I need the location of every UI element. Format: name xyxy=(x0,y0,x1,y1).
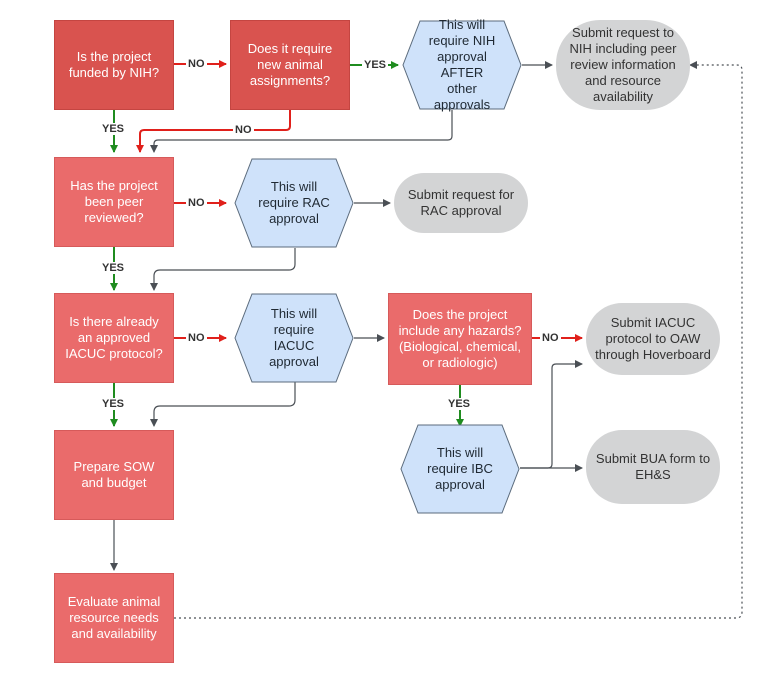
label-yes: YES xyxy=(362,59,389,71)
node-text: This will require NIH approval AFTER oth… xyxy=(428,17,496,112)
node-evaluate: Evaluate animal resource needs and avail… xyxy=(54,573,174,663)
label-no: NO xyxy=(186,197,207,209)
edge-new-animal-no xyxy=(136,110,291,153)
node-iacuc-exists: Is there already an approved IACUC proto… xyxy=(54,293,174,383)
node-submit-bua: Submit BUA form to EH&S xyxy=(586,430,720,504)
node-new-animal: Does it require new animal assignments? xyxy=(230,20,350,110)
node-text: Prepare SOW and budget xyxy=(73,459,155,490)
label-yes: YES xyxy=(100,123,127,135)
node-text: Is there already an approved IACUC proto… xyxy=(65,314,163,361)
node-text: Does it require new animal assignments? xyxy=(247,41,333,88)
node-ibc-approval: This will require IBC approval xyxy=(400,424,520,514)
edge-nih-after-return xyxy=(150,110,453,153)
node-text: Has the project been peer reviewed? xyxy=(70,178,158,225)
label-no: NO xyxy=(540,332,561,344)
node-text: Submit IACUC protocol to OAW through Hov… xyxy=(595,315,711,362)
label-no: NO xyxy=(186,58,207,70)
node-submit-nih: Submit request to NIH including peer rev… xyxy=(556,20,690,110)
node-text: Does the project include any hazards? (B… xyxy=(398,307,522,370)
node-peer-reviewed: Has the project been peer reviewed? xyxy=(54,157,174,247)
node-prepare-sow: Prepare SOW and budget xyxy=(54,430,174,520)
node-nih-after: This will require NIH approval AFTER oth… xyxy=(402,17,522,112)
edge-iacuc-return xyxy=(150,382,296,427)
label-no: NO xyxy=(233,124,254,136)
label-yes: YES xyxy=(446,398,473,410)
node-text: Submit request for RAC approval xyxy=(407,187,515,218)
label-yes: YES xyxy=(100,398,127,410)
node-submit-iacuc: Submit IACUC protocol to OAW through Hov… xyxy=(586,303,720,375)
node-text: Submit BUA form to EH&S xyxy=(595,451,711,482)
label-no: NO xyxy=(186,332,207,344)
node-text: Submit request to NIH including peer rev… xyxy=(569,25,677,104)
node-submit-rac: Submit request for RAC approval xyxy=(394,173,528,233)
node-text: This will require IBC approval xyxy=(427,445,493,492)
node-text: This will require RAC approval xyxy=(258,179,330,226)
label-yes: YES xyxy=(100,262,127,274)
node-text: Is the project funded by NIH? xyxy=(68,49,160,80)
node-text: Evaluate animal resource needs and avail… xyxy=(67,594,161,641)
node-nih-funded: Is the project funded by NIH? xyxy=(54,20,174,110)
node-hazards: Does the project include any hazards? (B… xyxy=(388,293,532,385)
node-text: This will require IACUC approval xyxy=(269,306,319,369)
edge-rac-return xyxy=(150,248,296,291)
node-rac-approval: This will require RAC approval xyxy=(234,158,354,248)
node-iacuc-approval: This will require IACUC approval xyxy=(234,293,354,383)
